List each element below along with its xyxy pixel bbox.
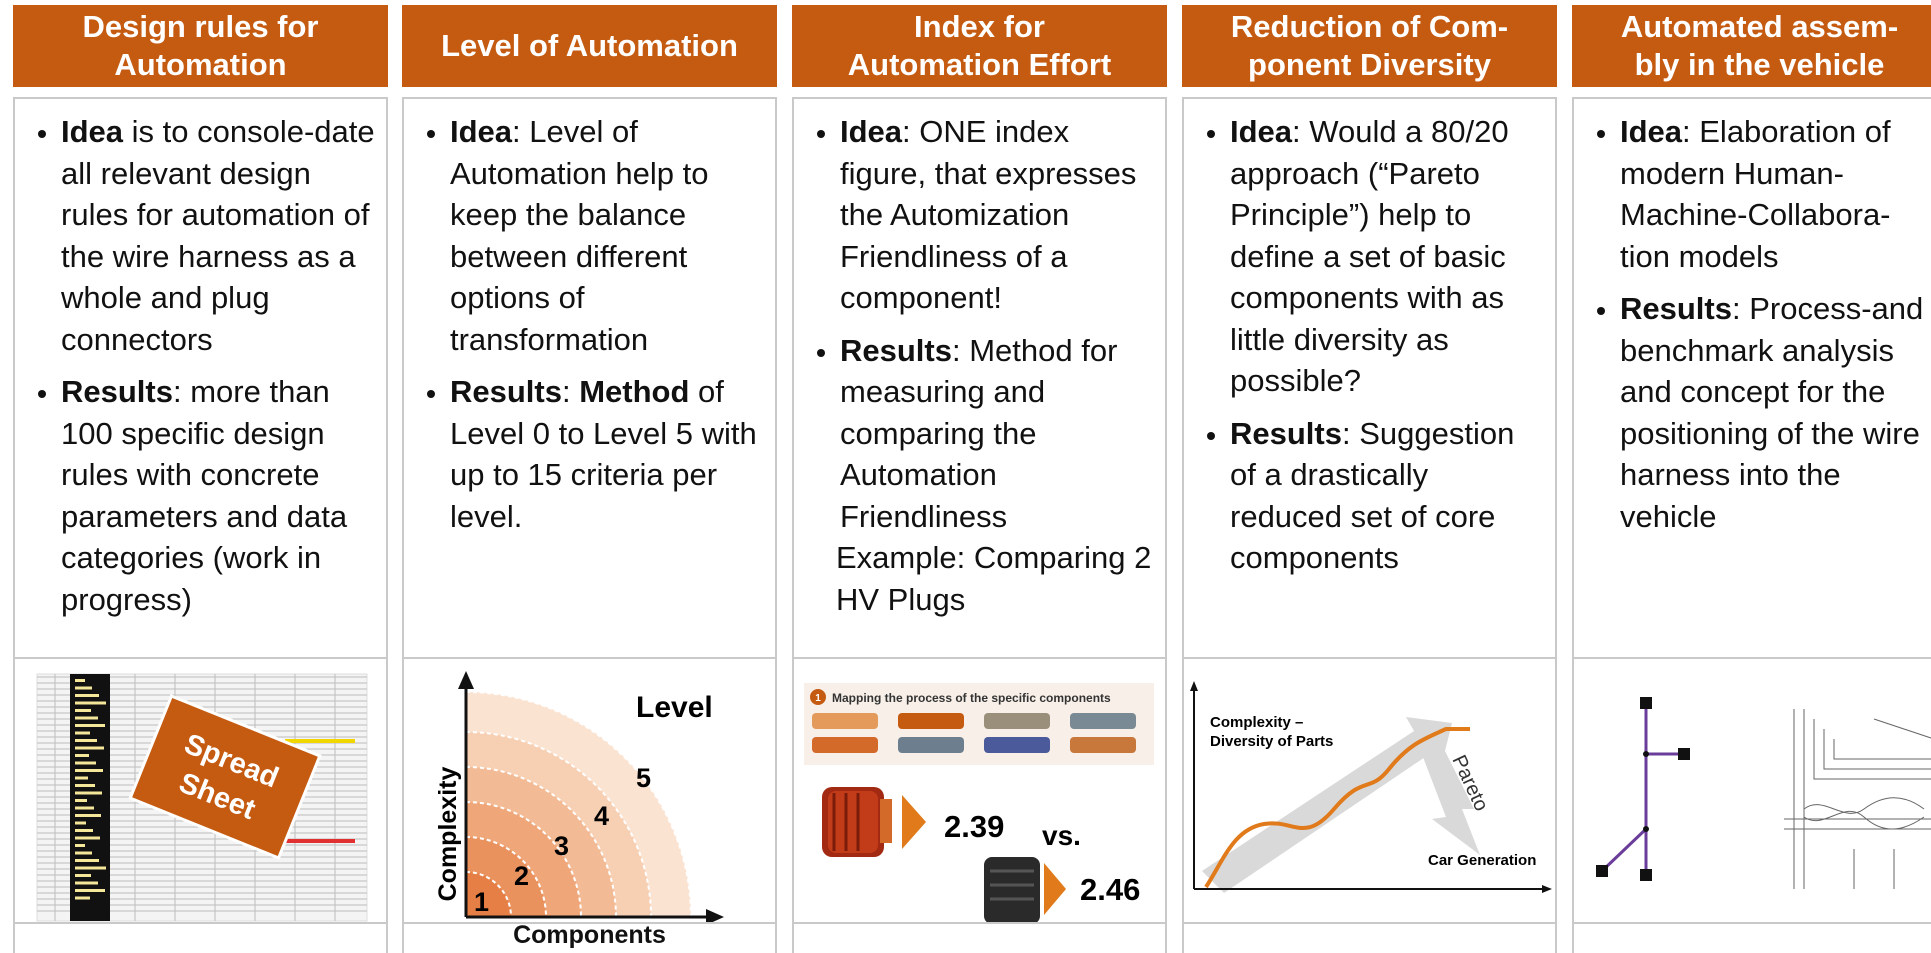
idea-bullet: Idea is to console-date all relevant des… — [61, 111, 378, 360]
harness-topology-diagram — [1596, 697, 1690, 881]
y-axis-label: Complexity — [434, 767, 462, 902]
level-number-2: 2 — [514, 861, 529, 891]
column-header: Reduction of Com- ponent Diversity — [1182, 5, 1557, 87]
column-level-of-automation: Level of Automation Idea: Level of Autom… — [402, 0, 777, 953]
level-number-5: 5 — [636, 763, 651, 793]
column-header: Index for Automation Effort — [792, 5, 1167, 87]
column-body: Idea: Level of Automation help to keep t… — [402, 97, 777, 659]
car-generation-label: Car Generation — [1428, 852, 1536, 869]
column-design-rules: Design rules for Automation Idea is to c… — [13, 0, 388, 953]
column-footer — [13, 922, 388, 953]
column-footer — [1572, 922, 1931, 953]
index-value-a: 2.39 — [944, 809, 1004, 844]
column-automation-index: Index for Automation Effort Idea: ONE in… — [792, 0, 1167, 953]
column-automated-assembly: Automated assem- bly in the vehicle Idea… — [1572, 0, 1931, 953]
results-bullet: Results: Process-and benchmark analysis … — [1620, 288, 1931, 537]
results-bullet: Results: Method for measuring and compar… — [836, 330, 1157, 621]
complexity-label-line2: Diversity of Parts — [1210, 733, 1333, 750]
mapping-banner: Mapping the process of the specific comp… — [832, 691, 1111, 705]
idea-bullet: Idea: Elaboration of modern Human-Machin… — [1620, 111, 1931, 277]
column-footer: Components — [402, 922, 777, 953]
column-component-diversity: Reduction of Com- ponent Diversity Idea:… — [1182, 0, 1557, 953]
level-number-1: 1 — [474, 887, 489, 917]
spreadsheet-figure: Spread Sheet — [13, 657, 388, 924]
column-header: Automated assem- bly in the vehicle — [1572, 5, 1931, 87]
column-footer — [792, 922, 1167, 953]
level-title: Level — [636, 691, 713, 724]
results-bullet: Results: more than 100 specific design r… — [61, 371, 378, 620]
column-header: Level of Automation — [402, 5, 777, 87]
wire-harness-figure — [1572, 657, 1931, 924]
index-value-b: 2.46 — [1080, 872, 1140, 907]
idea-bullet: Idea: Level of Automation help to keep t… — [450, 111, 767, 360]
complexity-label-line1: Complexity – — [1210, 714, 1303, 731]
idea-bullet: Idea: Would a 80/20 approach (“Pareto Pr… — [1230, 111, 1547, 402]
versus-label: vs. — [1042, 820, 1081, 851]
column-body: Idea: Would a 80/20 approach (“Pareto Pr… — [1182, 97, 1557, 659]
example-text: Example: Comparing 2 HV Plugs — [836, 540, 1152, 617]
level-number-3: 3 — [554, 831, 569, 861]
harness-routing-drawing — [1784, 709, 1931, 889]
idea-bullet: Idea: ONE index figure, that expresses t… — [840, 111, 1157, 319]
column-body: Idea is to console-date all relevant des… — [13, 97, 388, 659]
results-bullet: Results: Suggestion of a drastically red… — [1230, 413, 1547, 579]
results-bullet: Results: Method of Level 0 to Level 5 wi… — [450, 371, 767, 537]
column-body: Idea: Elaboration of modern Human-Machin… — [1572, 97, 1931, 659]
column-header: Design rules for Automation — [13, 5, 388, 87]
column-footer — [1182, 922, 1557, 953]
black-plug-icon — [984, 857, 1040, 924]
pareto-figure: Complexity – Diversity of Parts Pareto C… — [1182, 657, 1557, 924]
x-axis-label: Components — [513, 921, 666, 949]
red-plug-icon — [822, 787, 892, 857]
banner-number: 1 — [815, 693, 821, 704]
plug-comparison-figure: 1 Mapping the process of the specific co… — [792, 657, 1167, 924]
column-body: Idea: ONE index figure, that expresses t… — [792, 97, 1167, 659]
level-number-4: 4 — [594, 801, 609, 831]
